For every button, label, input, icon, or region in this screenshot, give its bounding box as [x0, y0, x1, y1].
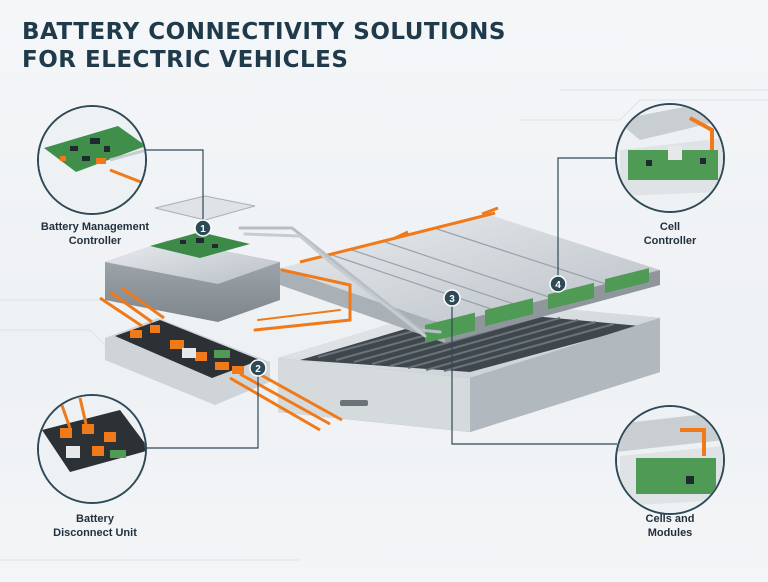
tray-handle — [340, 400, 368, 406]
cells-modules-label: Cells and Modules — [620, 512, 720, 540]
bmc-callout-circle — [37, 105, 147, 215]
cells-modules-callout-circle — [615, 405, 725, 515]
title-line-1: BATTERY CONNECTIVITY SOLUTIONS — [22, 19, 506, 45]
marker-3: 3 — [443, 289, 461, 307]
battery-disconnect-unit — [99, 286, 343, 432]
bmc-label: Battery Management Controller — [20, 220, 170, 248]
marker-1: 1 — [194, 219, 212, 237]
callout-leader-lines — [140, 149, 617, 449]
bmc-label-line-2: Controller — [68, 235, 122, 247]
bdu-label-line-2: Disconnect Unit — [53, 527, 137, 539]
bdu-label-line-1: Battery — [76, 513, 114, 525]
interconnect-cables — [238, 226, 442, 338]
module-pcbs — [425, 268, 649, 344]
cells-modules-label-line-1: Cells and — [645, 513, 695, 525]
page-title: BATTERY CONNECTIVITY SOLUTIONS FOR ELECT… — [22, 18, 506, 74]
bms-pcb — [150, 232, 250, 258]
cell-controller-label: Cell Controller — [620, 220, 720, 248]
bdu-label: Battery Disconnect Unit — [30, 512, 160, 540]
marker-4: 4 — [549, 275, 567, 293]
bmc-label-line-1: Battery Management — [40, 221, 150, 233]
bms-housing — [105, 195, 280, 322]
battery-tray — [278, 300, 660, 432]
cell-controller-label-line-1: Cell — [659, 221, 681, 233]
title-line-2: FOR ELECTRIC VEHICLES — [22, 47, 349, 73]
cell-modules — [280, 206, 660, 344]
bms-lid — [154, 195, 256, 221]
cell-controller-label-line-2: Controller — [643, 235, 697, 247]
marker-2: 2 — [249, 359, 267, 377]
marker-1-number: 1 — [200, 224, 206, 235]
marker-2-number: 2 — [255, 364, 261, 375]
cell-controller-callout-circle — [615, 103, 725, 213]
marker-4-number: 4 — [555, 280, 561, 291]
cells-modules-label-line-2: Modules — [647, 527, 693, 539]
marker-3-number: 3 — [449, 294, 455, 305]
bdu-callout-circle — [37, 394, 147, 504]
